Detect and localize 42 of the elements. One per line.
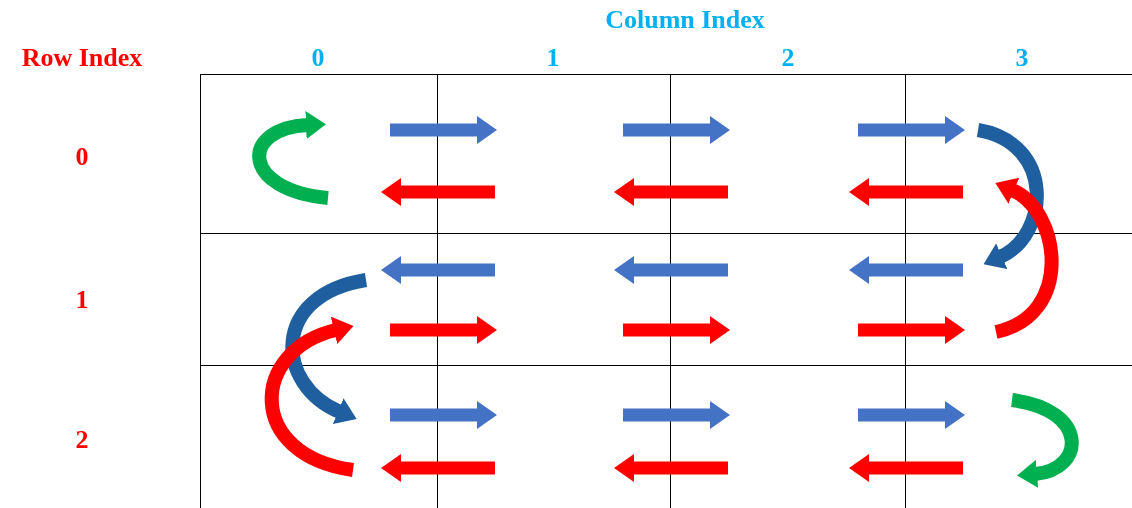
arrow	[623, 116, 730, 144]
grid-cell	[670, 74, 907, 235]
arrow	[858, 401, 965, 429]
arrow	[390, 116, 497, 144]
grid-cell	[200, 74, 439, 235]
grid-cell	[905, 365, 1132, 508]
arrow	[381, 178, 495, 206]
arrow	[849, 256, 963, 284]
axis-title: Row Index	[21, 43, 143, 73]
arrow	[252, 111, 330, 205]
arrow	[381, 256, 495, 284]
grid-cell	[437, 74, 672, 235]
grid-cell	[670, 233, 907, 367]
row-number: 0	[75, 142, 89, 172]
row-number: 2	[75, 425, 89, 455]
arrow	[390, 316, 497, 344]
column-number: 2	[781, 43, 795, 73]
grid-cell	[670, 365, 907, 508]
arrow	[1010, 393, 1079, 488]
grid-cell	[437, 365, 672, 508]
arrow	[381, 454, 495, 482]
arrow	[614, 178, 728, 206]
arrow	[623, 401, 730, 429]
grid-cell	[200, 365, 439, 508]
arrow	[849, 178, 963, 206]
axis-title: Column Index	[605, 5, 765, 35]
grid-cell	[200, 233, 439, 367]
column-number: 0	[311, 43, 325, 73]
grid-cell	[437, 233, 672, 367]
arrow	[623, 316, 730, 344]
arrow	[858, 116, 965, 144]
grid-cell	[905, 233, 1132, 367]
grid-cell	[905, 74, 1132, 235]
arrow	[858, 316, 965, 344]
column-number: 1	[546, 43, 560, 73]
arrow	[614, 454, 728, 482]
column-number: 3	[1015, 43, 1029, 73]
row-number: 1	[75, 285, 89, 315]
arrow	[390, 401, 497, 429]
arrow	[849, 454, 963, 482]
arrow	[993, 178, 1059, 339]
arrow	[614, 256, 728, 284]
